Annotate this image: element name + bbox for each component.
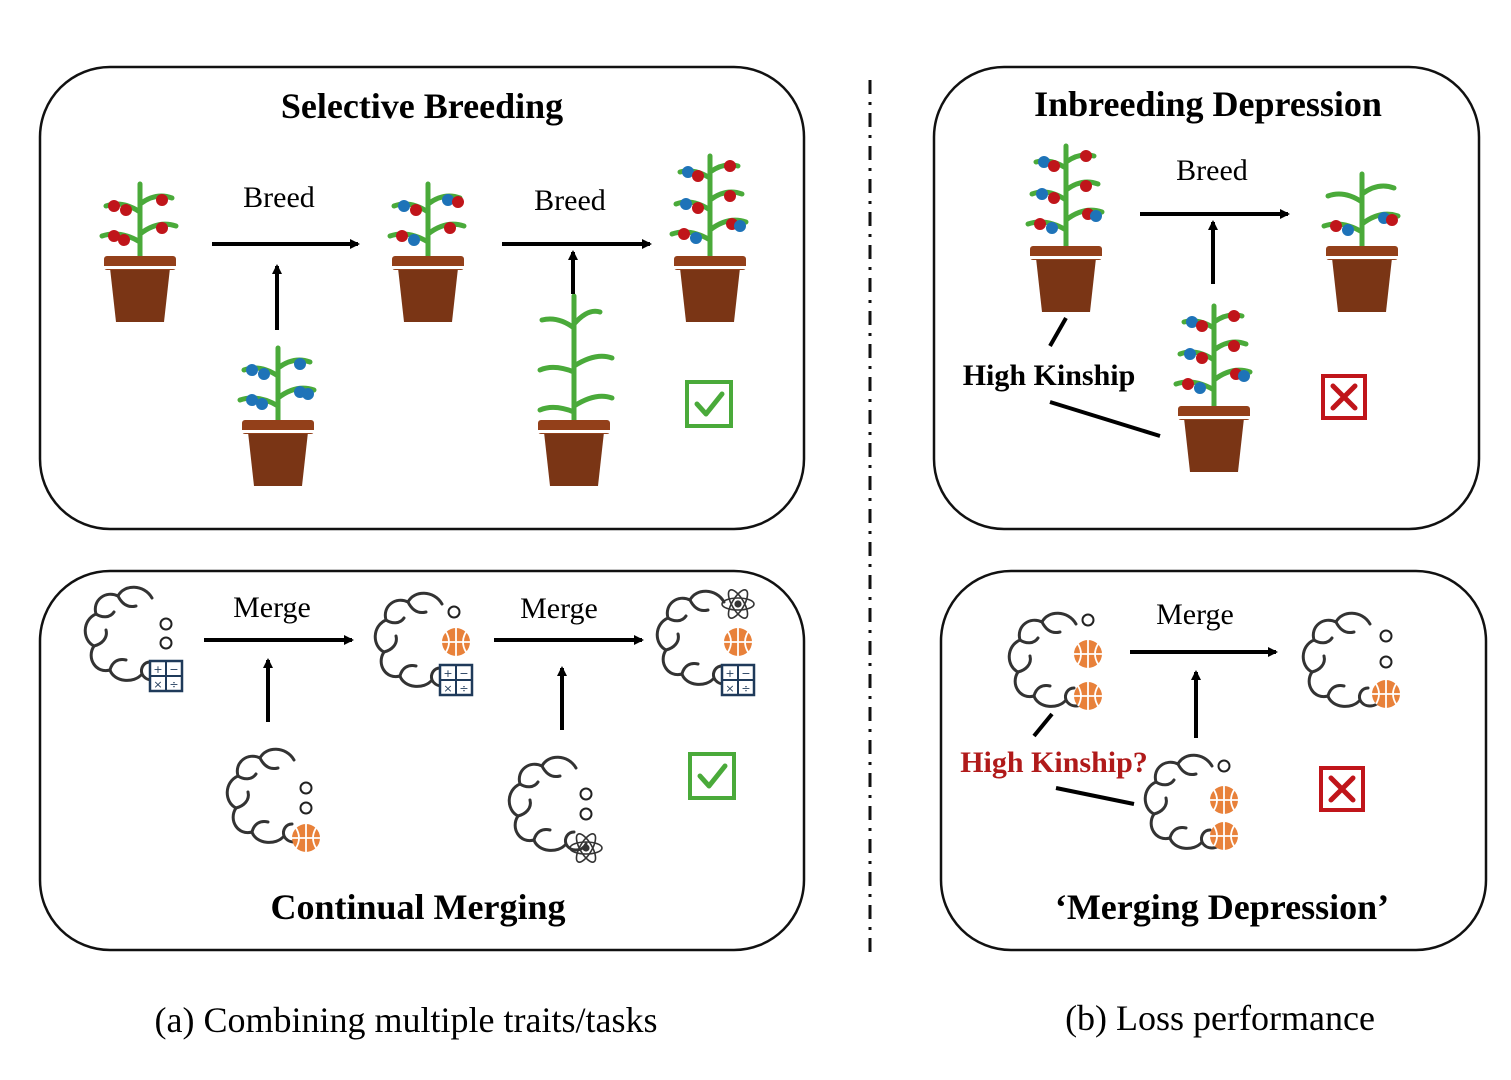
check-icon — [685, 380, 733, 428]
plant-final-tall-mixed — [672, 156, 746, 322]
selective-breeding-title: Selective Breeding — [281, 86, 563, 126]
calculator-icon — [148, 659, 184, 693]
inbreeding-depression-panel — [932, 65, 1481, 531]
kinship-q-line-1 — [1032, 712, 1054, 738]
merge-label-1: Merge — [233, 591, 311, 624]
plant-inbred-relative — [1176, 306, 1250, 472]
merge-label-2: Merge — [520, 592, 598, 625]
brain-model-merged-result — [1301, 611, 1401, 709]
depression-merge-label: Merge — [1156, 598, 1234, 631]
kinship-line-2 — [1049, 400, 1161, 438]
continual-merging-panel — [38, 569, 806, 952]
brain-relative-two-balls — [1143, 753, 1239, 851]
breed-label-2: Breed — [534, 184, 606, 217]
high-kinship-question-label: High Kinship? — [960, 746, 1148, 779]
merging-depression-panel — [939, 569, 1488, 952]
plant-donor-blue — [240, 348, 314, 486]
brain-donor-ball — [225, 747, 321, 853]
basketball-icon — [441, 627, 471, 657]
cross-icon — [1319, 766, 1365, 812]
high-kinship-label: High Kinship — [963, 359, 1136, 392]
plant-parent-red — [102, 184, 176, 322]
plant-offspring-mixed — [390, 184, 464, 322]
inbreed-breed-label: Breed — [1176, 154, 1248, 187]
brain-model-merged-2 — [655, 586, 756, 697]
breed-label-1: Breed — [243, 181, 315, 214]
brain-model-two-balls — [1007, 611, 1103, 711]
cross-icon — [1321, 374, 1367, 420]
caption-right: (b) Loss performance — [1065, 998, 1375, 1038]
plant-donor-tall — [538, 296, 612, 486]
check-icon — [688, 752, 736, 800]
continual-merging-title: Continual Merging — [270, 887, 565, 927]
kinship-q-line-2 — [1055, 786, 1135, 806]
brain-donor-atom — [507, 755, 603, 866]
plant-inbred-parent — [1028, 146, 1102, 312]
brain-model-calc — [83, 585, 184, 693]
plant-inbred-offspring — [1324, 174, 1398, 312]
selective-breeding-panel — [38, 65, 806, 531]
atom-icon — [721, 586, 755, 622]
inbreeding-depression-title: Inbreeding Depression — [1034, 84, 1382, 124]
brain-model-merged-1 — [373, 591, 474, 697]
kinship-line-1 — [1048, 317, 1068, 347]
merging-depression-title: ‘Merging Depression’ — [1055, 887, 1389, 927]
caption-left: (a) Combining multiple traits/tasks — [155, 1000, 658, 1040]
